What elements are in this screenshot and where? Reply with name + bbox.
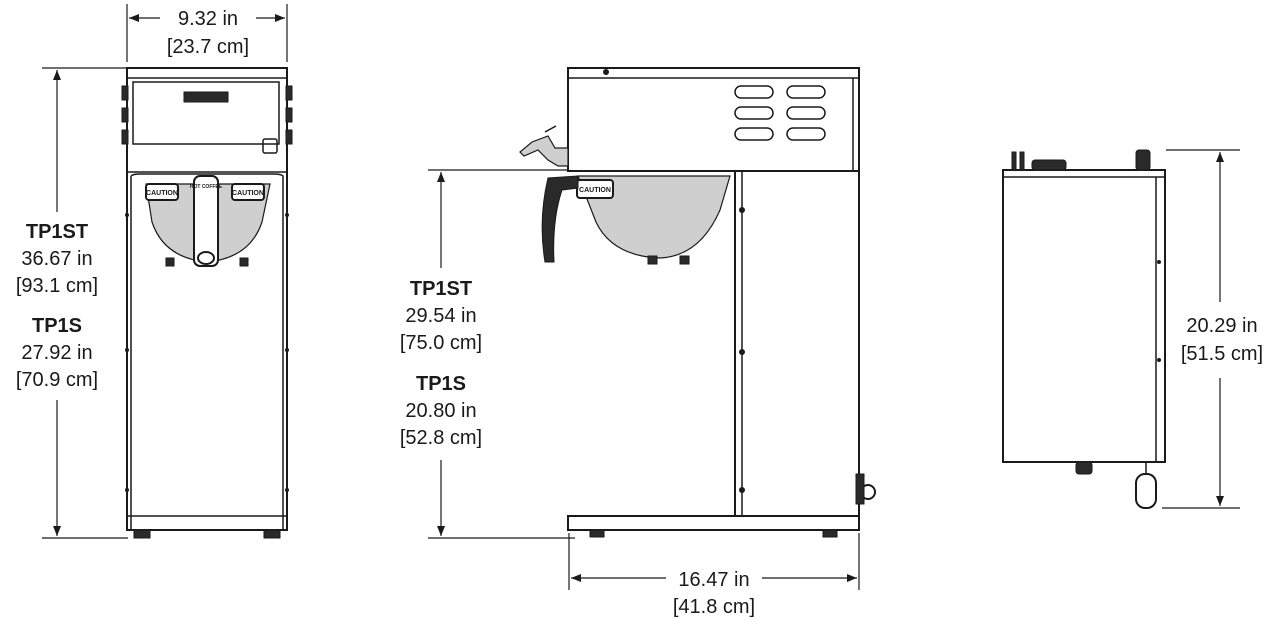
side-tab — [121, 129, 129, 145]
front-tp1s-height-cm: [70.9 cm] — [16, 369, 98, 391]
side-tp1s-height-in: 20.80 in — [405, 400, 476, 422]
side-view: TP1ST 29.54 in [75.0 cm] TP1S 20.80 in [… — [400, 67, 876, 618]
arrowhead-icon — [437, 526, 445, 536]
rear-view: 20.29 in [51.5 cm] — [1002, 149, 1263, 509]
front-hot-coffee-label: HOT COFFEE — [190, 184, 223, 190]
screw-icon — [125, 213, 129, 217]
side-foot-rear — [822, 529, 838, 538]
caution-label — [145, 183, 179, 201]
side-tab — [285, 85, 293, 101]
front-view: 9.32 in [23.7 cm] TP1ST 36.67 in [93.1 c… — [16, 4, 293, 539]
front-model-tp1st: TP1ST — [26, 221, 88, 243]
rear-height-in: 20.29 in — [1186, 315, 1257, 337]
funnel-handle — [193, 175, 219, 267]
side-tab — [285, 107, 293, 123]
screw-icon — [125, 488, 129, 492]
front-tp1st-height-cm: [93.1 cm] — [16, 275, 98, 297]
funnel-foot — [647, 255, 658, 265]
inlet-bracket — [855, 473, 865, 505]
funnel-foot — [165, 257, 175, 267]
bunn-logo-icon — [197, 251, 215, 265]
screw-icon — [603, 69, 609, 75]
side-funnel — [577, 175, 731, 259]
side-base-plate — [567, 515, 860, 531]
side-faucet — [519, 135, 569, 167]
arrowhead-icon — [53, 70, 61, 80]
front-tp1st-height-in: 36.67 in — [21, 248, 92, 270]
front-caution-left: CAUTION — [146, 190, 178, 197]
screw-icon — [1157, 358, 1161, 362]
screw-icon — [739, 349, 745, 355]
faucet-lever — [544, 125, 557, 133]
side-depth-cm: [41.8 cm] — [673, 596, 755, 618]
side-model-tp1s: TP1S — [416, 373, 466, 395]
funnel-foot — [239, 257, 249, 267]
arrowhead-icon — [1216, 152, 1224, 162]
dispense-opening-right — [130, 173, 284, 530]
arrowhead-icon — [1216, 496, 1224, 506]
front-model-tp1s: TP1S — [32, 315, 82, 337]
front-tp1s-height-in: 27.92 in — [21, 342, 92, 364]
front-width-cm: [23.7 cm] — [167, 36, 249, 58]
side-lower-column — [734, 170, 860, 517]
side-tp1st-height-in: 29.54 in — [405, 305, 476, 327]
side-tab — [121, 107, 129, 123]
power-switch-icon — [262, 138, 278, 154]
caution-label — [231, 183, 265, 201]
vent-slot — [786, 106, 826, 120]
arrowhead-icon — [53, 526, 61, 536]
side-depth-in: 16.47 in — [678, 569, 749, 591]
side-foot-front — [589, 529, 605, 538]
screw-icon — [739, 207, 745, 213]
screw-icon — [739, 487, 745, 493]
vent-slot — [786, 127, 826, 141]
caution-label — [576, 179, 614, 199]
rear-height-cm: [51.5 cm] — [1181, 343, 1263, 365]
front-width-in: 9.32 in — [178, 8, 238, 30]
front-foot-right — [263, 529, 281, 539]
rear-foot — [1075, 461, 1093, 475]
cord-grommet — [1031, 159, 1067, 171]
side-tab — [285, 129, 293, 145]
funnel-handle — [541, 175, 579, 263]
arrowhead-icon — [571, 574, 581, 582]
side-model-tp1st: TP1ST — [410, 278, 472, 300]
vent-slot — [734, 106, 774, 120]
arrowhead-icon — [129, 14, 139, 22]
screw-icon — [285, 348, 289, 352]
cord-post — [1011, 151, 1017, 171]
vent-slot — [734, 85, 774, 99]
front-brewer-body — [126, 67, 288, 531]
front-caution-right: CAUTION — [232, 190, 264, 197]
arrowhead-icon — [437, 172, 445, 182]
warning-tag-icon — [1135, 473, 1157, 509]
screw-icon — [125, 348, 129, 352]
display-window — [183, 91, 229, 103]
cord-post — [1019, 151, 1025, 171]
side-tp1s-height-cm: [52.8 cm] — [400, 427, 482, 449]
arrowhead-icon — [847, 574, 857, 582]
side-caution: CAUTION — [579, 187, 611, 194]
screw-icon — [285, 488, 289, 492]
vent-slot — [734, 127, 774, 141]
water-inlet-icon — [1135, 149, 1151, 171]
front-control-panel — [132, 81, 280, 145]
funnel-foot — [679, 255, 690, 265]
vent-slot — [786, 85, 826, 99]
screw-icon — [285, 213, 289, 217]
side-tp1st-height-cm: [75.0 cm] — [400, 332, 482, 354]
rear-body — [1002, 169, 1166, 463]
screw-icon — [1157, 260, 1161, 264]
side-tab — [121, 85, 129, 101]
arrowhead-icon — [275, 14, 285, 22]
front-foot-left — [133, 529, 151, 539]
